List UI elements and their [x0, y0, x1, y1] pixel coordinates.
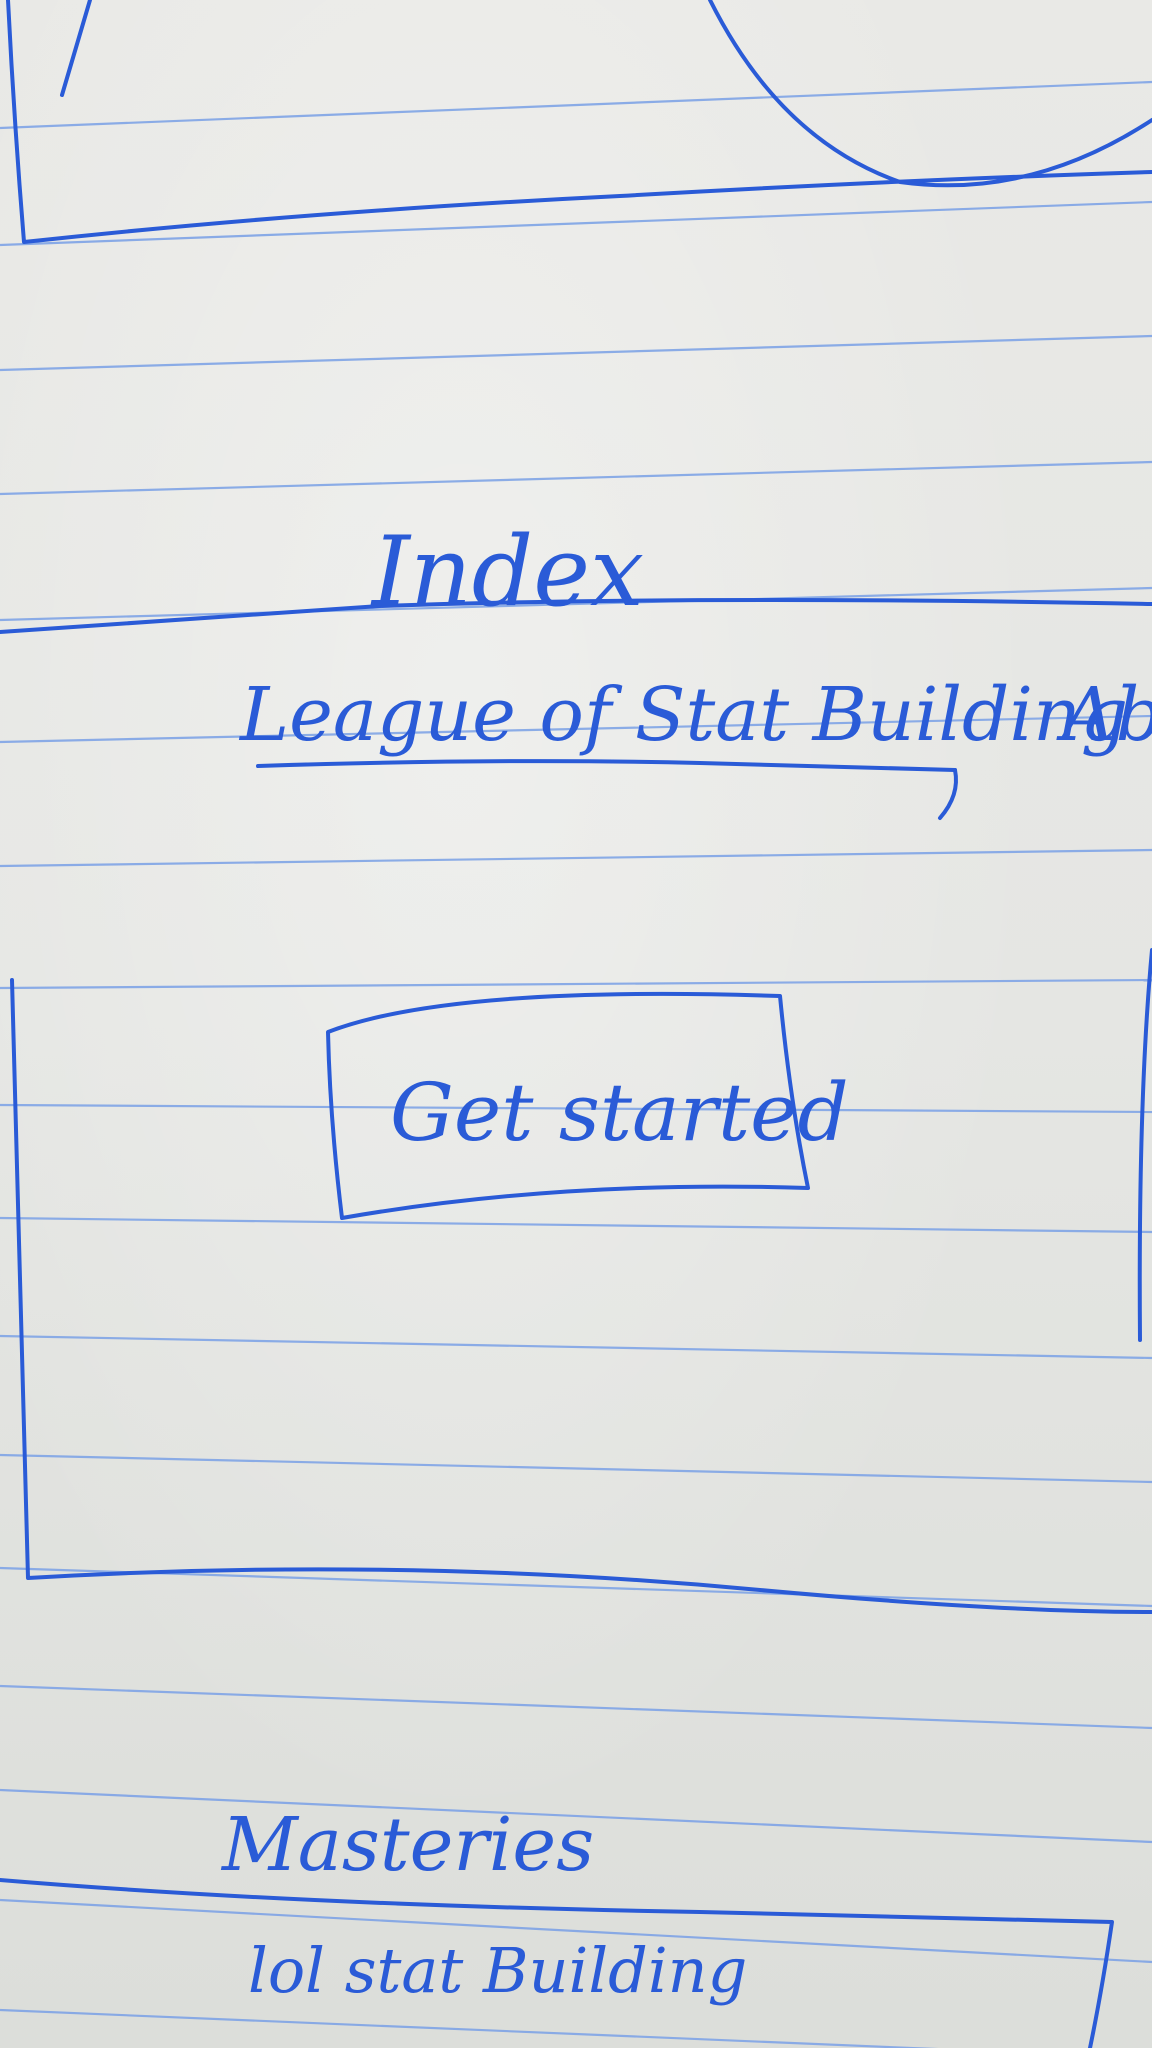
masteries-wireframe: [0, 1878, 1114, 2048]
masteries-nav-brand: lol stat Building: [248, 1934, 747, 2007]
index-wireframe: [0, 597, 1152, 1614]
index-navbar-top: [0, 597, 1152, 634]
index-navbar-bottom: [256, 759, 957, 772]
get-started-button-frame: [326, 991, 810, 1220]
masteries-page-title: Masteries: [220, 1802, 594, 1888]
masteries-navbar-top: [0, 1878, 1114, 2048]
index-nav-link-about[interactable]: Abo: [1056, 672, 1152, 758]
get-started-button[interactable]: Get started: [390, 1066, 849, 1159]
index-content-box: [10, 978, 1152, 1614]
ruled-lines: [0, 80, 1152, 2048]
index-page-title: Index: [370, 516, 644, 628]
previous-sketch-frame: [6, 0, 1152, 244]
index-nav-brand: League of Stat Building: [238, 672, 1128, 758]
